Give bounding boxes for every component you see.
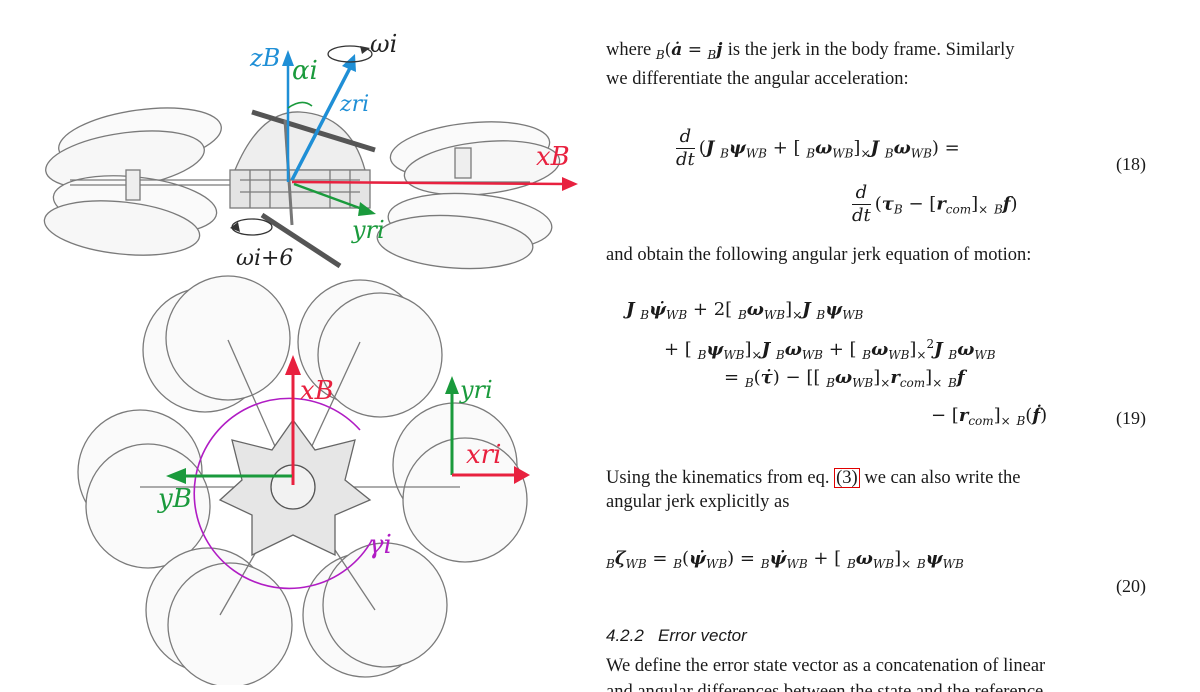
- label-omega-i: ωi: [370, 30, 398, 58]
- section-title: Error vector: [657, 626, 747, 645]
- equation-19-line1: J Bψ̇WB + 2[ BωWB]×J BψWB: [626, 299, 864, 322]
- paragraph-jerk: where B(ȧ = Bj is the jerk in the body f…: [606, 38, 1146, 91]
- p3-line2: angular jerk explicitly as: [606, 492, 790, 512]
- hexacopter-figure: zB αi ωi zri xB yri ωi+6 xB yri xri yB γ…: [30, 20, 590, 685]
- paragraph-angular-jerk: and obtain the following angular jerk eq…: [606, 245, 1032, 265]
- label-alpha: αi: [292, 56, 318, 86]
- label-xb-bottom: xB: [300, 376, 334, 406]
- figure-drawing: [43, 45, 578, 685]
- label-zri: zri: [340, 92, 370, 117]
- xb-axis-top: [291, 180, 569, 186]
- eq-reference-link[interactable]: (3): [834, 468, 860, 488]
- equation-20: BζWB = B(ψ̇WB) = Bψ̇WB + [ BωWB]× BψWB: [606, 548, 964, 571]
- equation-18-number: (18): [1116, 154, 1146, 174]
- p1-line2: we differentiate the angular acceleratio…: [606, 69, 909, 89]
- gamma-arc: [193, 397, 373, 590]
- equation-19-number: (19): [1116, 408, 1146, 428]
- alpha-arc: [287, 101, 313, 109]
- eq-reference-number: 3: [842, 468, 852, 488]
- p3-head: Using the kinematics from eq.: [606, 468, 830, 488]
- section-heading: 4.2.2 Error vector: [606, 624, 747, 648]
- paragraph-cut-off: and angular differences between the stat…: [606, 682, 1044, 692]
- p3-tail: we can also write the: [864, 468, 1021, 488]
- label-xb-top: xB: [536, 142, 570, 172]
- omega-i-arrow: [327, 45, 373, 63]
- label-zb: zB: [250, 44, 281, 72]
- label-yri-bottom: yri: [460, 376, 493, 404]
- equation-19-line2: + [ BψWB]×J BωWB + [ BωWB]×2J BωWB: [664, 337, 996, 362]
- zri-axis: [290, 67, 352, 181]
- equation-19-line3: = B(τ̇) − [[ BωWB]×rcom]× Bf: [724, 367, 965, 390]
- equation-20-number: (20): [1116, 576, 1146, 596]
- label-yri-top: yri: [352, 216, 385, 244]
- paragraph-kinematics: Using the kinematics from eq. (3) we can…: [606, 466, 1146, 514]
- p1-tail: is the jerk in the body frame. Similarly: [727, 40, 1015, 60]
- label-yb: yB: [158, 484, 192, 514]
- label-gamma: γi: [368, 530, 392, 560]
- inline-jerk-math: B(ȧ = Bj: [655, 40, 723, 62]
- p1-word-where: where: [606, 40, 652, 60]
- section-number: 4.2.2: [606, 626, 644, 645]
- label-xri: xri: [466, 440, 502, 470]
- paragraph-error-vector: We define the error state vector as a co…: [606, 656, 1046, 676]
- equation-19-line4: − [rcom]× B(ḟ): [931, 405, 1048, 428]
- yri-axis-top: [293, 182, 366, 212]
- label-omega-i6: ωi+6: [236, 246, 294, 271]
